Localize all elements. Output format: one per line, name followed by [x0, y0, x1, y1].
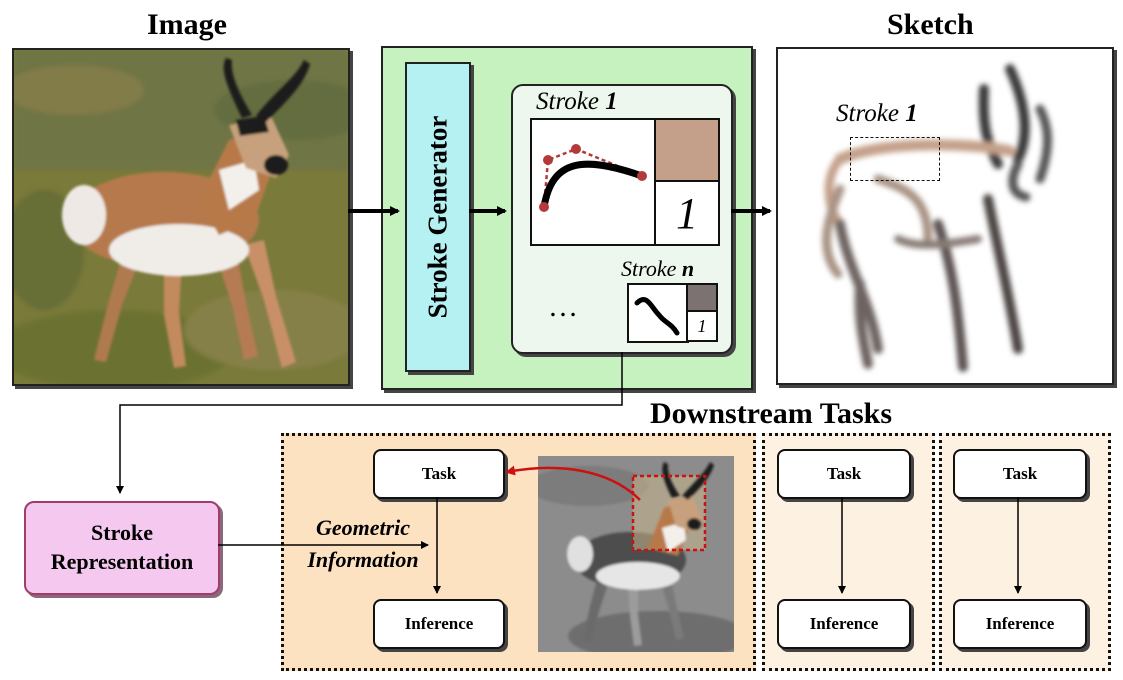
arrow-strokes-to-representation [116, 352, 623, 494]
stroke-1-highlight-box [850, 137, 940, 181]
stroke-1-color-swatch [654, 118, 720, 184]
stroke-n-curve-box [627, 283, 689, 343]
image-title: Image [147, 8, 227, 41]
ellipsis: … [548, 290, 578, 323]
stroke-representation-box: Stroke Representation [24, 501, 220, 595]
inference-node-3: Inference [953, 599, 1087, 649]
stroke-n-width-box: 1 [686, 310, 718, 342]
stroke-1-width-box: 1 [654, 180, 720, 246]
stroke-representation-line2: Representation [50, 549, 194, 574]
stroke-n-label: Stroke n [621, 256, 695, 281]
antelope-photo [14, 50, 348, 384]
geometric-information-line1: Geometric [315, 515, 411, 540]
stroke-n-width-value: 1 [697, 315, 707, 336]
sketch-panel [776, 47, 1114, 385]
antelope-sketch [822, 64, 1052, 372]
stroke-generator-box: Stroke Generator [405, 62, 471, 372]
input-image [12, 48, 350, 386]
geometric-information-label: Geometric Information [288, 512, 438, 576]
grayscale-antelope-photo [538, 456, 734, 652]
stroke-1-width-value: 1 [676, 188, 698, 238]
inference-node-2: Inference [777, 599, 911, 649]
stroke-representation-line1: Stroke [91, 520, 153, 546]
downstream-tasks-title: Downstream Tasks [650, 397, 893, 430]
stroke-1-curve-box [530, 118, 656, 246]
task-node-1: Task [373, 449, 505, 499]
grayscale-image [538, 456, 734, 652]
task-node-3: Task [953, 449, 1087, 499]
stroke-1-label: Stroke 1 [536, 88, 618, 115]
stroke-n-curve-icon [634, 297, 680, 336]
sketch-title: Sketch [887, 8, 974, 41]
inference-node-1: Inference [373, 599, 505, 649]
sketch-stroke-1-label: Stroke 1 [836, 100, 918, 127]
highlight-region [631, 474, 707, 552]
geometric-information-line2: Information [307, 546, 419, 572]
arrow-highlight-to-task [505, 465, 641, 501]
bezier-curve-icon [539, 144, 647, 212]
task-node-2: Task [777, 449, 911, 499]
stroke-n-color-swatch [686, 283, 718, 313]
